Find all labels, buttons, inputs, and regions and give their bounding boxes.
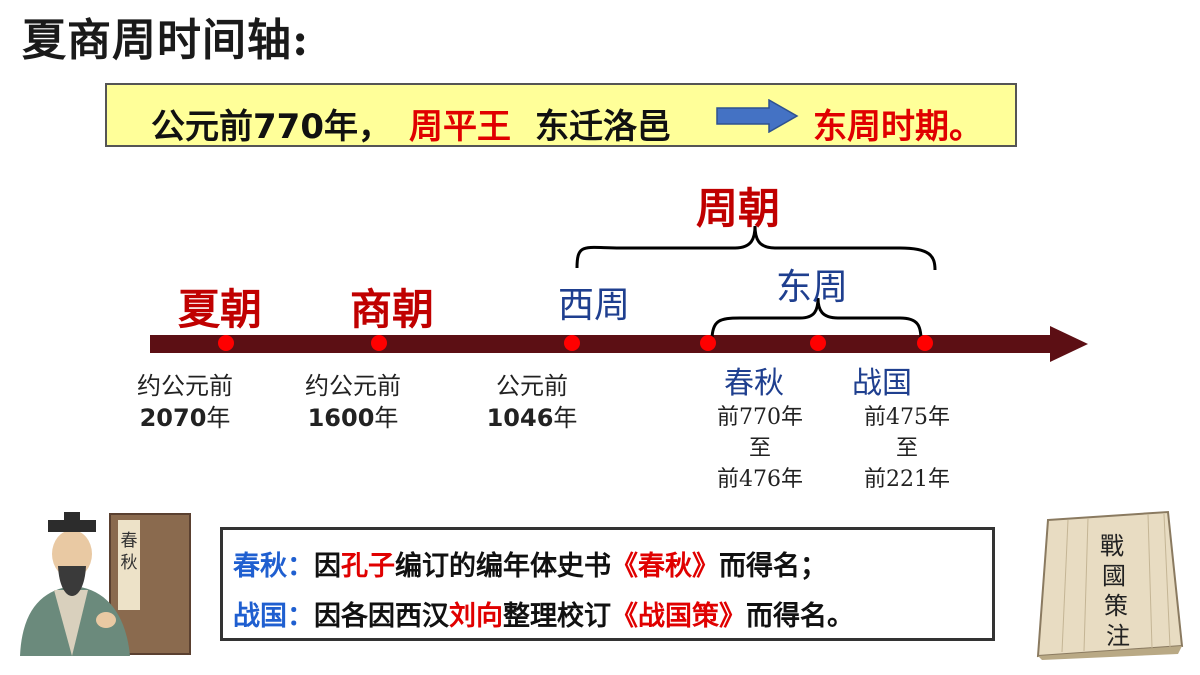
- page-title: 夏商周时间轴:: [22, 15, 310, 66]
- info-chunqiu-label: 春秋：: [233, 551, 314, 582]
- dot-shang: [371, 335, 387, 351]
- dynasty-xia: 夏朝: [178, 285, 263, 334]
- info-zhanguo-t1: 因各因西汉: [314, 601, 449, 632]
- info-zhanguo-book: 《战国策》: [611, 601, 746, 632]
- dot-chunqiu: [700, 335, 716, 351]
- date-xia-suffix: 年: [206, 404, 231, 432]
- dynasty-zhou: 周朝: [696, 184, 781, 233]
- timeline-arrowhead: [1050, 326, 1088, 362]
- summary-banner: 公元前770年， 周平王 东迁洛邑 东周时期。: [105, 83, 1017, 147]
- date-xia: 约公元前 2070年: [120, 370, 250, 434]
- svg-text:策: 策: [1104, 592, 1128, 620]
- zhou-brace: [575, 225, 937, 271]
- date-zhou-year: 1046: [486, 404, 554, 432]
- confucius-illustration: 春 秋: [20, 512, 191, 656]
- period-dongzhou: 东周: [776, 267, 849, 308]
- info-chunqiu-name: 孔子: [341, 551, 395, 582]
- svg-text:春: 春: [121, 531, 138, 551]
- date-chunqiu-start: 前770年: [717, 405, 803, 430]
- date-zhanguo-to: 至: [895, 436, 918, 461]
- date-xia-prefix: 约公元前: [137, 372, 233, 400]
- info-chunqiu-t3: 而得名；: [719, 551, 827, 582]
- date-shang-year: 1600: [307, 404, 375, 432]
- dot-xizhou: [564, 335, 580, 351]
- date-zhou: 公元前 1046年: [470, 370, 594, 434]
- info-zhanguo-label: 战国：: [233, 601, 314, 632]
- info-chunqiu-t2: 编订的编年体史书: [395, 551, 611, 582]
- date-zhou-prefix: 公元前: [496, 372, 568, 400]
- date-shang-suffix: 年: [374, 404, 399, 432]
- banner-text-date: 公元前770年，: [151, 107, 392, 147]
- banner-text-move: 东迁洛邑: [535, 107, 671, 147]
- info-zhanguo-name: 刘向: [449, 601, 503, 632]
- svg-text:秋: 秋: [121, 553, 138, 573]
- date-xia-year: 2070: [139, 404, 207, 432]
- arrow-right-icon: [716, 99, 799, 133]
- svg-text:國: 國: [1102, 562, 1126, 590]
- dot-xia: [218, 335, 234, 351]
- info-line-chunqiu: 春秋：因孔子编订的编年体史书《春秋》而得名；: [233, 544, 827, 583]
- date-zhanguo-start: 前475年: [864, 405, 950, 430]
- zhanguoce-book-illustration: 戰 國 策 注: [1036, 510, 1184, 660]
- info-line-zhanguo: 战国：因各因西汉刘向整理校订《战国策》而得名。: [233, 594, 854, 633]
- date-chunqiu-to: 至: [748, 436, 771, 461]
- svg-text:注: 注: [1106, 622, 1130, 650]
- date-chunqiu-end: 前476年: [717, 467, 803, 492]
- period-zhanguo: 战国: [852, 366, 912, 401]
- naming-info-box: 春秋：因孔子编订的编年体史书《春秋》而得名； 战国：因各因西汉刘向整理校订《战国…: [220, 527, 995, 641]
- date-chunqiu: 前770年 至 前476年: [700, 402, 820, 495]
- banner-text-king: 周平王: [409, 107, 511, 147]
- date-zhou-suffix: 年: [553, 404, 578, 432]
- info-zhanguo-t3: 而得名。: [746, 601, 854, 632]
- period-chunqiu: 春秋: [724, 366, 784, 401]
- info-chunqiu-book: 《春秋》: [611, 551, 719, 582]
- svg-text:戰: 戰: [1100, 532, 1124, 560]
- date-zhanguo-end: 前221年: [864, 467, 950, 492]
- date-shang: 约公元前 1600年: [288, 370, 418, 434]
- date-shang-prefix: 约公元前: [305, 372, 401, 400]
- info-chunqiu-t1: 因: [314, 551, 341, 582]
- dynasty-shang: 商朝: [350, 285, 435, 334]
- dongzhou-brace: [710, 297, 923, 341]
- date-zhanguo: 前475年 至 前221年: [847, 402, 967, 495]
- banner-text-era: 东周时期。: [813, 107, 983, 147]
- dot-end: [917, 335, 933, 351]
- info-zhanguo-t2: 整理校订: [503, 601, 611, 632]
- dot-zhanguo: [810, 335, 826, 351]
- period-xizhou: 西周: [558, 285, 631, 326]
